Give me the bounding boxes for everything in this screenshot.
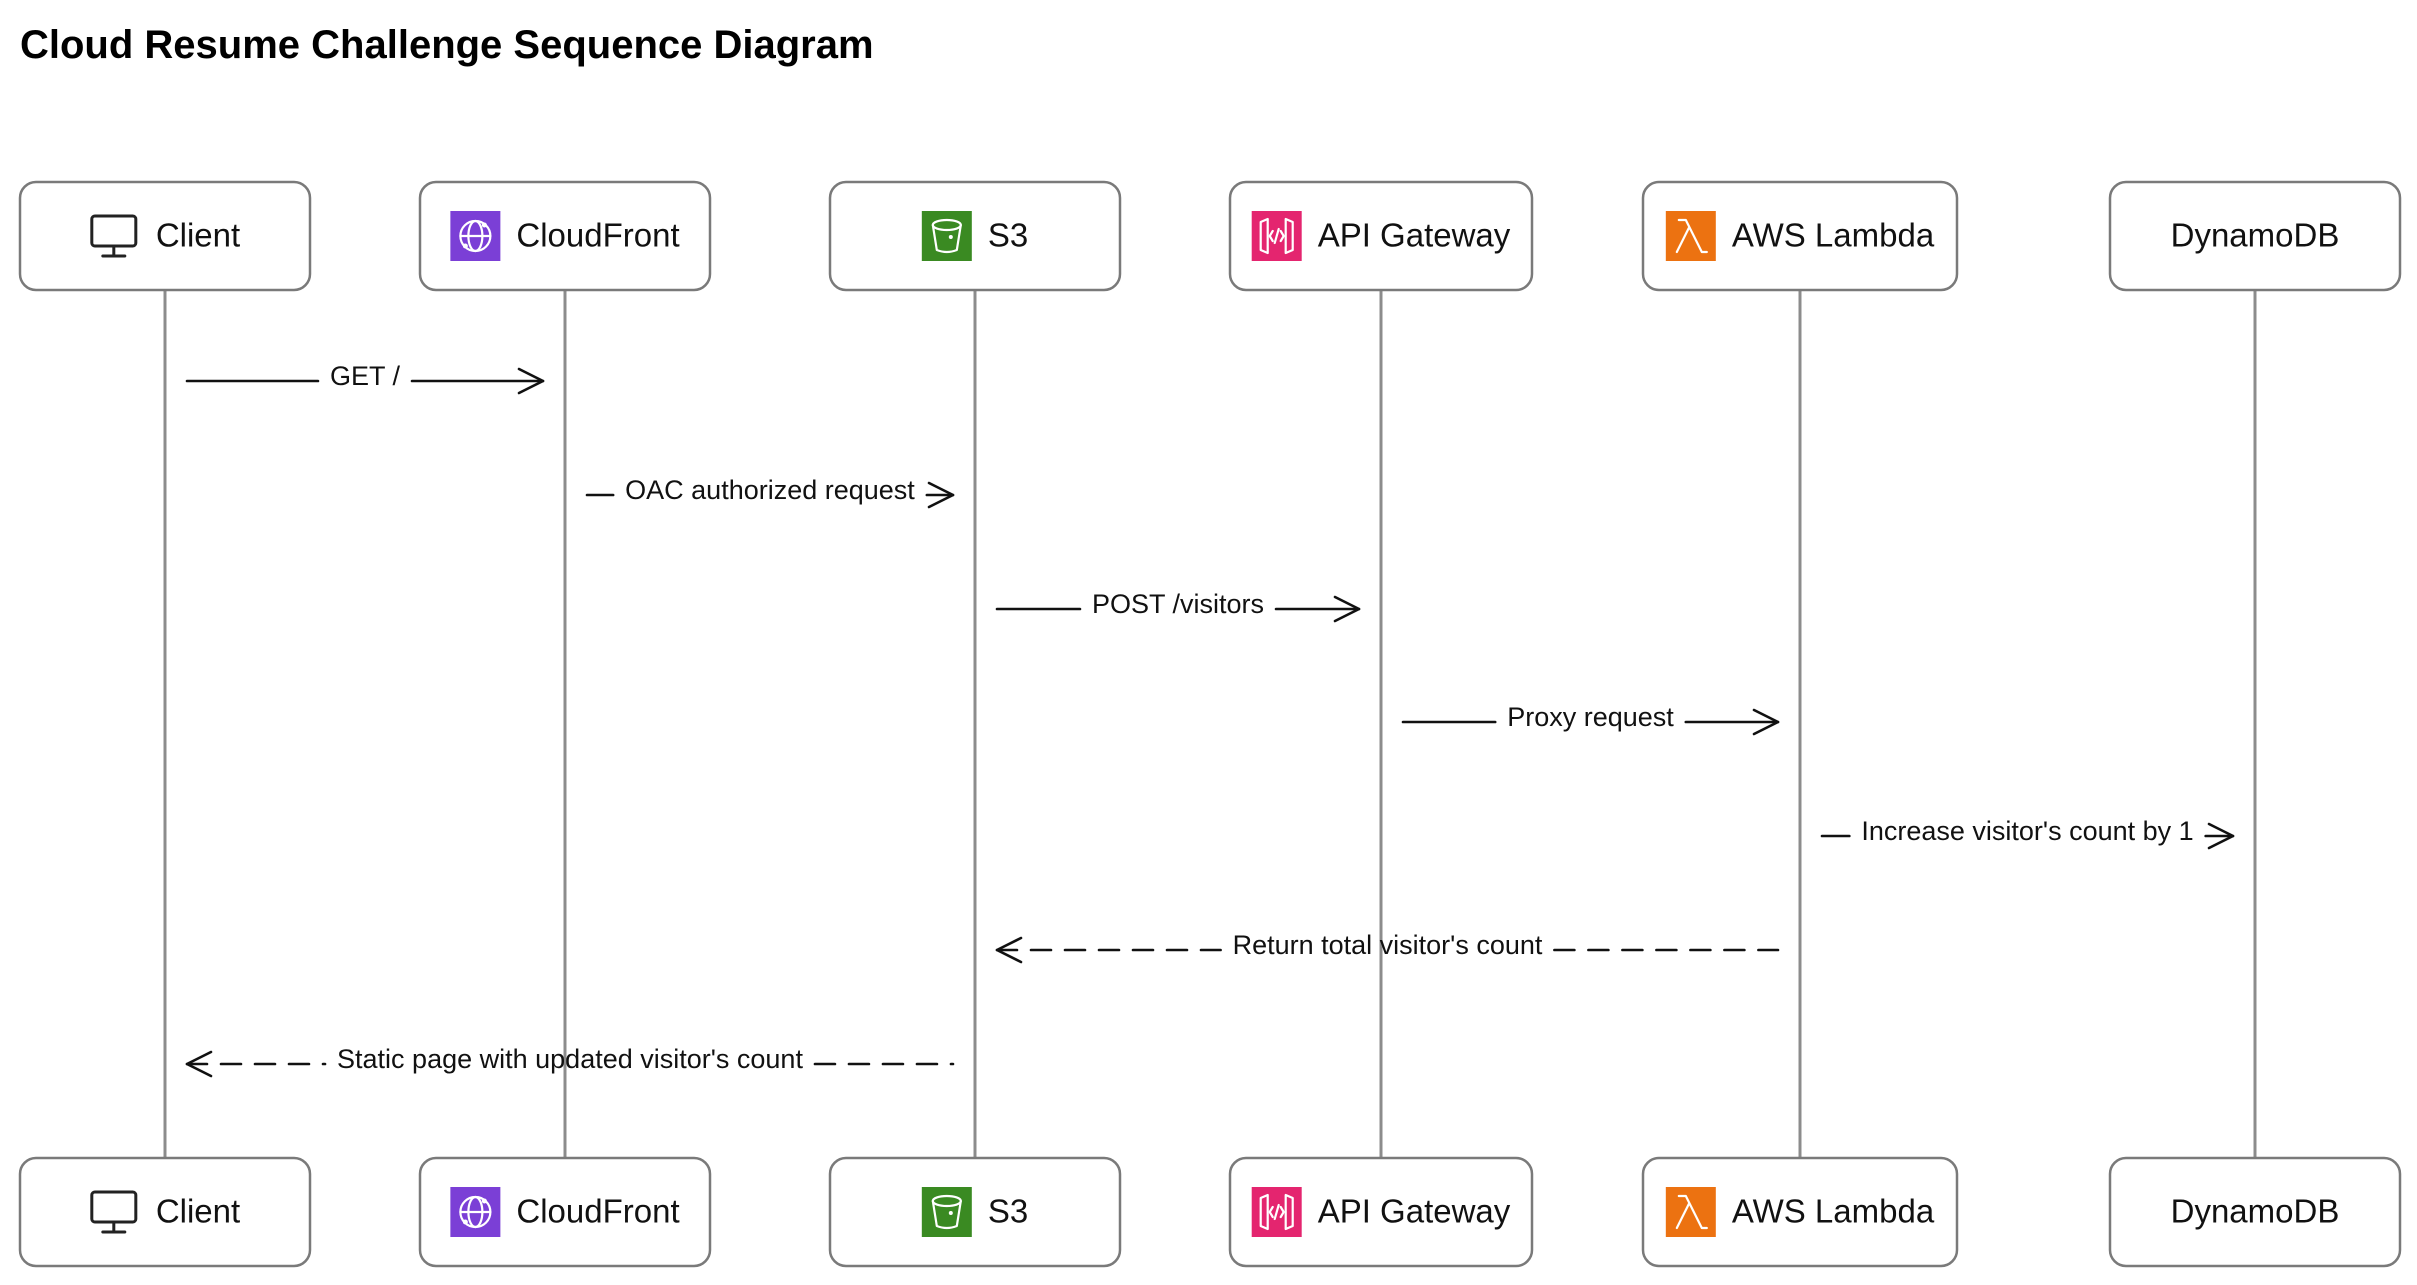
lifelines: [163, 290, 2257, 1158]
arrowhead: [1752, 708, 1780, 736]
message-6: Return total visitor's count: [995, 930, 1780, 964]
s3-bucket-icon: [921, 1187, 972, 1237]
cloudfront-icon: [450, 211, 501, 261]
participant-dynamodb-top[interactable]: DynamoDB: [2108, 180, 2402, 292]
participant-label: AWS Lambda: [1732, 217, 1935, 254]
message-label: OAC authorized request: [625, 475, 915, 505]
api-gateway-icon: [1251, 1187, 1302, 1237]
participant-dynamodb-bottom[interactable]: DynamoDB: [2108, 1156, 2402, 1268]
message-1: GET /: [185, 361, 545, 395]
participant-lambda-bottom[interactable]: AWS Lambda: [1641, 1156, 1959, 1268]
participant-label: CloudFront: [516, 217, 679, 254]
participant-label: Client: [156, 1193, 240, 1230]
message-label: GET /: [330, 361, 401, 391]
participant-client-bottom[interactable]: Client: [18, 1156, 312, 1268]
participant-cloudfront-top[interactable]: CloudFront: [418, 180, 712, 292]
monitor-icon: [90, 214, 138, 258]
participant-client-top[interactable]: Client: [18, 180, 312, 292]
participant-label: API Gateway: [1318, 217, 1511, 254]
participant-s3-top[interactable]: S3: [828, 180, 1122, 292]
monitor-icon: [90, 1190, 138, 1234]
message-3: POST /visitors: [995, 589, 1361, 623]
lambda-icon: [1665, 211, 1716, 261]
participant-label: API Gateway: [1318, 1193, 1511, 1230]
arrowhead: [517, 367, 545, 395]
cloudfront-icon: [450, 1187, 501, 1237]
message-label: Static page with updated visitor's count: [337, 1044, 803, 1074]
message-label: Increase visitor's count by 1: [1861, 816, 2193, 846]
participant-s3-bottom[interactable]: S3: [828, 1156, 1122, 1268]
participant-apigw-bottom[interactable]: API Gateway: [1228, 1156, 1534, 1268]
arrowhead: [185, 1050, 213, 1078]
participant-label: DynamoDB: [2171, 1193, 2340, 1230]
arrowhead: [927, 481, 955, 509]
arrowhead: [1333, 595, 1361, 623]
participants: ClientClientCloudFrontCloudFrontS3S3API …: [18, 180, 2402, 1268]
participant-label: AWS Lambda: [1732, 1193, 1935, 1230]
arrowhead: [2207, 822, 2235, 850]
message-7: Static page with updated visitor's count: [185, 1044, 955, 1078]
s3-bucket-icon: [921, 211, 972, 261]
message-label: Return total visitor's count: [1233, 930, 1543, 960]
participant-label: Client: [156, 217, 240, 254]
message-4: Proxy request: [1401, 702, 1780, 736]
participant-label: S3: [988, 217, 1028, 254]
api-gateway-icon: [1251, 211, 1302, 261]
arrowhead: [995, 936, 1023, 964]
participant-label: DynamoDB: [2171, 217, 2340, 254]
message-label: POST /visitors: [1092, 589, 1264, 619]
participant-lambda-top[interactable]: AWS Lambda: [1641, 180, 1959, 292]
lambda-icon: [1665, 1187, 1716, 1237]
participant-apigw-top[interactable]: API Gateway: [1228, 180, 1534, 292]
participant-label: S3: [988, 1193, 1028, 1230]
message-label: Proxy request: [1507, 702, 1674, 732]
participant-label: CloudFront: [516, 1193, 679, 1230]
diagram-title: Cloud Resume Challenge Sequence Diagram: [20, 23, 874, 67]
participant-cloudfront-bottom[interactable]: CloudFront: [418, 1156, 712, 1268]
message-2: OAC authorized request: [585, 475, 955, 509]
message-5: Increase visitor's count by 1: [1820, 816, 2235, 850]
